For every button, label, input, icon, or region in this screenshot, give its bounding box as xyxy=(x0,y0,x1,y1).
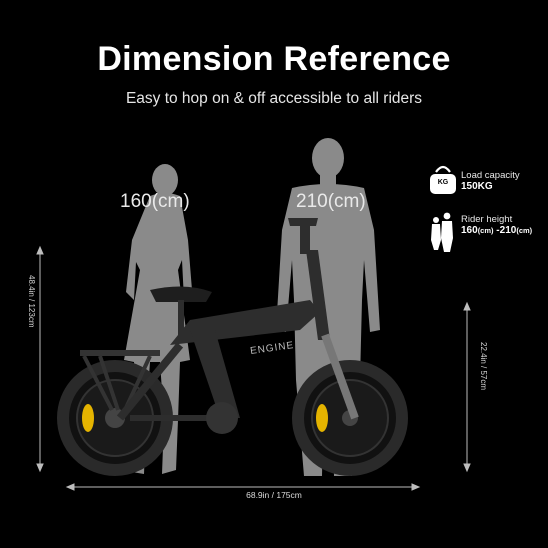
rider-silhouettes-icon xyxy=(431,212,453,252)
rider-height-min: 160 xyxy=(461,225,478,236)
page-title: Dimension Reference xyxy=(97,40,451,78)
wheel-height-dimension: 22.4in / 57cm xyxy=(479,342,488,391)
rider-height: Rider height 160(cm) -210(cm) xyxy=(461,214,532,236)
total-height-dimension: 48.4in / 123cm xyxy=(27,275,36,328)
ebike-illustration xyxy=(57,218,408,476)
rider-height-unit-max: (cm) xyxy=(516,226,533,235)
load-capacity: Load capacity 150KG xyxy=(461,170,520,192)
height-label-210: 210(cm) xyxy=(296,191,366,212)
length-dimension: 68.9in / 175cm xyxy=(246,490,302,500)
rider-height-label: Rider height xyxy=(461,214,513,225)
load-capacity-value: 150KG xyxy=(461,181,493,192)
dimension-lines xyxy=(36,245,471,491)
rider-height-value: 160(cm) -210(cm) xyxy=(461,225,532,236)
page-subtitle: Easy to hop on & off accessible to all r… xyxy=(125,90,423,107)
kettlebell-badge: KG xyxy=(437,179,449,186)
rider-height-max: -210 xyxy=(493,225,517,236)
kettlebell-icon xyxy=(430,165,456,194)
load-capacity-label: Load capacity xyxy=(461,170,520,181)
height-label-160: 160(cm) xyxy=(120,191,190,212)
rider-height-unit-min: (cm) xyxy=(477,226,494,235)
